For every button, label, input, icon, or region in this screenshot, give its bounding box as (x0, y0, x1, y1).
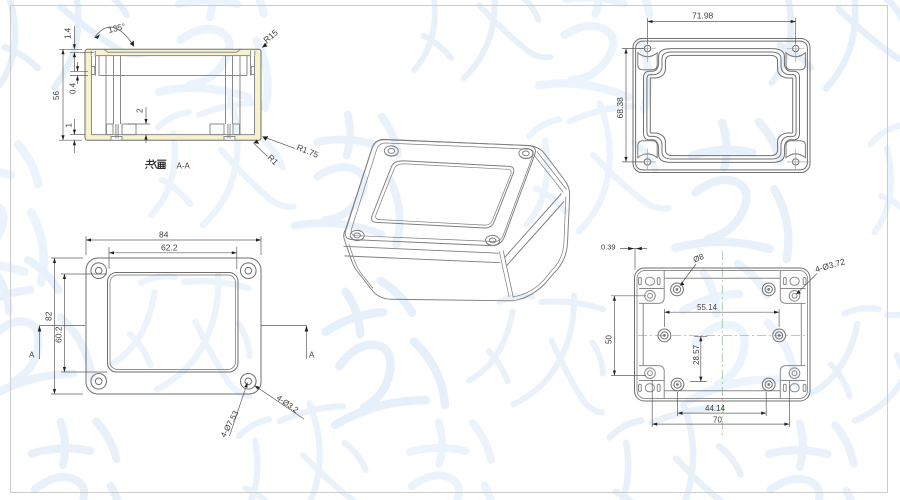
svg-text:1: 1 (65, 123, 74, 128)
svg-text:62.2: 62.2 (161, 243, 178, 253)
svg-text:0.39: 0.39 (601, 243, 616, 252)
svg-text:82: 82 (44, 311, 54, 321)
svg-text:135°: 135° (107, 21, 126, 35)
svg-text:60.2: 60.2 (54, 326, 64, 343)
svg-text:56: 56 (52, 91, 61, 100)
svg-text:44.14: 44.14 (705, 404, 726, 413)
svg-text:28.57: 28.57 (692, 344, 701, 365)
svg-text:68.38: 68.38 (615, 97, 625, 119)
svg-text:A-A: A-A (177, 161, 191, 170)
svg-text:84: 84 (159, 230, 169, 240)
svg-text:71.98: 71.98 (692, 11, 714, 21)
svg-text:1.4: 1.4 (64, 27, 73, 39)
svg-text:55.14: 55.14 (697, 303, 718, 312)
svg-text:A: A (309, 351, 315, 360)
svg-text:50: 50 (605, 335, 614, 344)
svg-text:Ø8: Ø8 (692, 252, 706, 265)
svg-text:2: 2 (136, 108, 145, 113)
svg-text:A: A (29, 351, 35, 360)
svg-text:70: 70 (713, 416, 722, 425)
svg-text:0.4: 0.4 (69, 82, 78, 94)
